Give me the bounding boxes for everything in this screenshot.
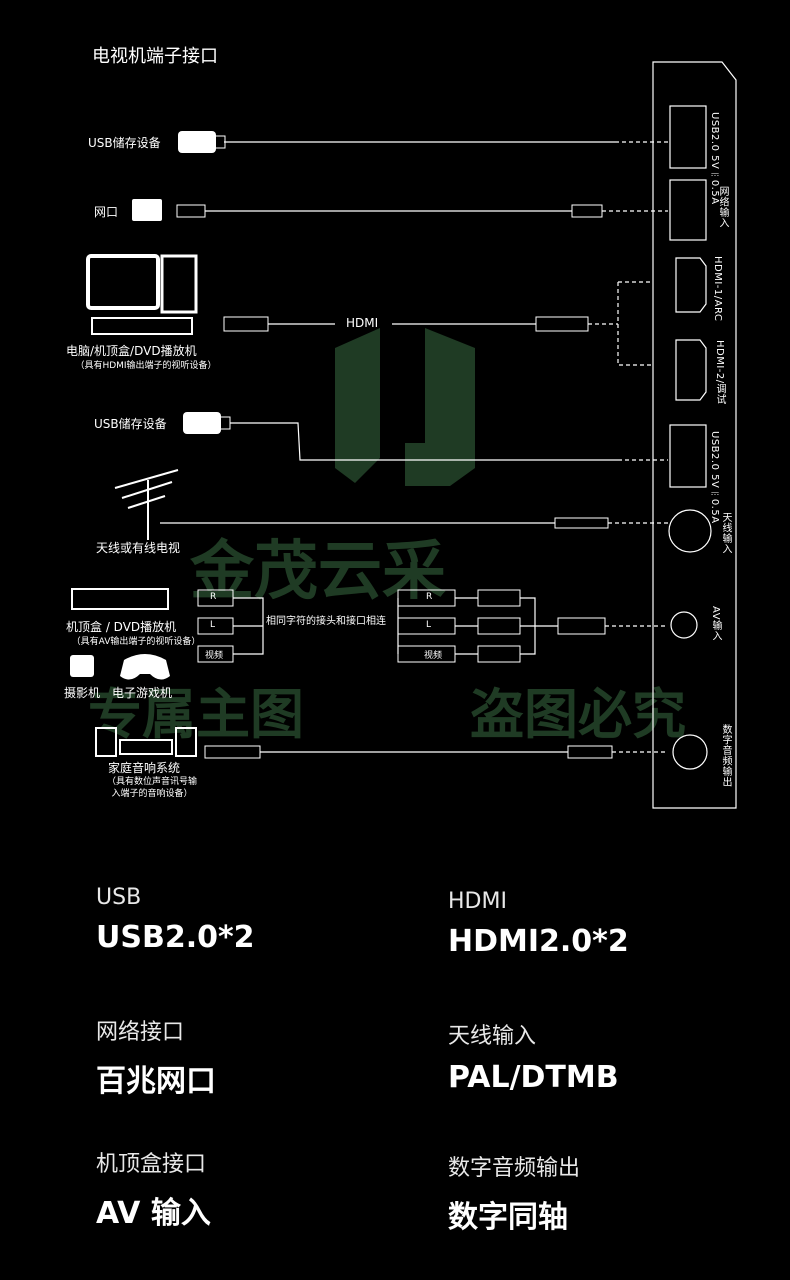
rca-tag-r-left: R xyxy=(210,592,217,602)
usb-top-port xyxy=(669,105,707,169)
hdmi2-port xyxy=(675,339,707,401)
coax-plug-icon xyxy=(554,517,609,529)
rca-plug-r-left xyxy=(197,589,234,607)
spec-hdmi: HDMI HDMI2.0*2 xyxy=(448,889,629,959)
rca-tag-video-left: 视频 xyxy=(205,651,224,661)
pc-tower-icon xyxy=(160,254,198,314)
rca-tag-r-mid: R xyxy=(426,592,433,602)
spec-digital-audio-label: 数字音频输出 xyxy=(448,1156,581,1181)
spec-usb-label: USB xyxy=(96,885,142,910)
hdmi-cable-label: HDMI xyxy=(346,316,379,330)
game-console-label: 电子游戏机 xyxy=(112,686,173,700)
spec-digital-audio: 数字音频输出 数字同轴 xyxy=(448,1150,580,1236)
watermark-logo xyxy=(330,318,480,493)
antenna-device-label: 天线或有线电视 xyxy=(96,541,181,555)
spec-network: 网络接口 百兆网口 xyxy=(96,1014,216,1100)
lan-port xyxy=(669,179,707,241)
hdmi1-port xyxy=(675,257,707,313)
home-audio-note-1: （具有数位声音讯号输 xyxy=(106,777,197,787)
spec-antenna-label: 天线输入 xyxy=(448,1024,537,1049)
spec-network-value: 百兆网口 xyxy=(96,1064,216,1099)
spec-hdmi-value: HDMI2.0*2 xyxy=(448,924,629,959)
antenna-icon xyxy=(114,469,179,540)
gamepad-icon xyxy=(120,654,170,680)
port-label-hdmi2: HDMI-2/调试 xyxy=(714,340,725,405)
camera-label: 摄影机 xyxy=(64,686,101,700)
av-player-label: 机顶盒 / DVD播放机 xyxy=(66,620,177,634)
rca-plug-video-mid xyxy=(397,645,456,663)
port-label-lan: 网络输入 xyxy=(717,186,728,228)
port-label-hdmi1: HDMI-1/ARC xyxy=(712,256,723,322)
spec-usb: USB USB2.0*2 xyxy=(96,885,255,955)
usb-device-label-2: USB储存设备 xyxy=(94,417,167,431)
rca-tag-l-left: L xyxy=(210,620,216,630)
spec-hdmi-label: HDMI xyxy=(448,889,507,914)
spdif-port xyxy=(672,734,708,770)
spec-antenna: 天线输入 PAL/DTMB xyxy=(448,1018,619,1095)
spec-settop-label: 机顶盒接口 xyxy=(96,1152,207,1177)
av-connection-note: 相同字符的接头和接口相连 xyxy=(266,616,386,627)
spec-antenna-value: PAL/DTMB xyxy=(448,1060,619,1095)
hdmi-plug-right-icon xyxy=(535,316,589,332)
spec-settop-value: AV 输入 xyxy=(96,1196,211,1231)
pc-device-label: 电脑/机顶盒/DVD播放机 xyxy=(66,344,197,358)
coax-audio-plug-right xyxy=(567,745,613,759)
av-jack-plug-icon xyxy=(557,617,606,635)
speaker-right-icon xyxy=(175,727,197,757)
page-title: 电视机端子接口 xyxy=(92,46,218,67)
port-label-antenna: 天线输入 xyxy=(720,512,731,554)
spec-settop: 机顶盒接口 AV 输入 xyxy=(96,1146,211,1232)
lan-device-label: 网口 xyxy=(94,205,119,219)
watermark-line2b: 盗图必究 xyxy=(470,683,686,746)
dvd-player-icon xyxy=(91,317,193,335)
port-label-av: AV输入 xyxy=(710,606,721,642)
rca-plug-r-mid xyxy=(397,589,456,607)
spec-usb-value: USB2.0*2 xyxy=(96,920,255,955)
connection-diagram xyxy=(70,61,737,809)
pc-device-note: （具有HDMI输出端子的视听设备） xyxy=(75,361,217,371)
port-label-usb-bottom: USB2.0 5V⎓0.5A xyxy=(709,431,720,524)
av-port xyxy=(670,611,698,639)
monitor-icon xyxy=(86,254,160,310)
home-audio-label: 家庭音响系统 xyxy=(108,761,181,775)
usb-plug-icon xyxy=(178,131,216,153)
spec-network-label: 网络接口 xyxy=(96,1020,185,1045)
port-label-usb-top: USB2.0 5V⎓0.5A xyxy=(709,112,720,205)
home-audio-note-2: 入端子的音响设备） xyxy=(111,789,193,799)
coax-audio-plug-left xyxy=(204,745,261,759)
speaker-left-icon xyxy=(95,727,117,757)
port-label-spdif: 数字音频输出 xyxy=(720,724,731,787)
rca-plug-l-left xyxy=(197,617,234,635)
usb-device-label-1: USB储存设备 xyxy=(88,136,161,150)
lan-plug-icon xyxy=(176,204,206,218)
lan-socket-icon xyxy=(132,199,162,221)
tv-panel-outline xyxy=(652,61,737,809)
rca-plug-l-mid xyxy=(397,617,456,635)
rca-plug-video-left xyxy=(197,645,234,663)
spec-digital-audio-value: 数字同轴 xyxy=(448,1200,568,1235)
hdmi-plug-left-icon xyxy=(223,316,269,332)
rca-tag-l-mid: L xyxy=(426,620,432,630)
camera-icon xyxy=(70,655,94,677)
av-player-note: （具有AV输出端子的视听设备） xyxy=(71,637,201,647)
amplifier-icon xyxy=(119,739,173,755)
antenna-port xyxy=(668,509,712,553)
rca-tag-video-mid: 视频 xyxy=(424,651,443,661)
usb-bottom-port xyxy=(669,424,707,488)
av-player-icon xyxy=(71,588,169,610)
usb-plug-2-icon xyxy=(183,412,221,434)
